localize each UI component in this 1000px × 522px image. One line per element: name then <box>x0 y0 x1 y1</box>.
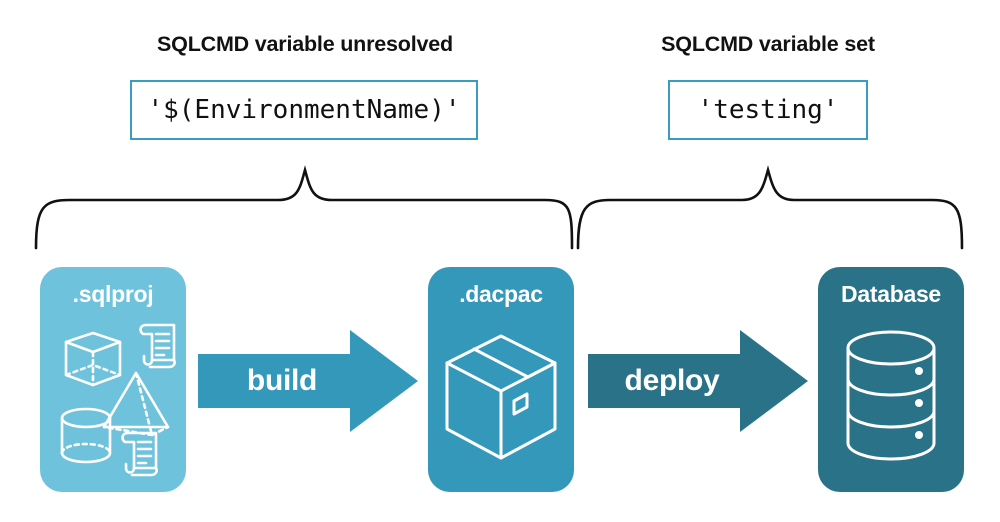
artifact-panel-dacpac[interactable]: .dacpac <box>428 267 574 492</box>
pyramid-icon <box>102 371 170 437</box>
cube-icon <box>64 331 122 387</box>
annotation-title-unresolved: SQLCMD variable unresolved <box>157 32 453 56</box>
process-arrow-deploy[interactable]: deploy <box>588 330 808 432</box>
code-box-set-value: 'testing' <box>668 80 868 140</box>
sqlproj-artifact-icons <box>60 323 176 477</box>
arrow-build-icon <box>198 330 418 432</box>
panel-label-sqlproj: .sqlproj <box>72 281 154 307</box>
artifact-panel-database[interactable]: Database <box>818 267 964 492</box>
brace-connectors <box>34 165 964 250</box>
annotation-title-set: SQLCMD variable set <box>661 32 875 56</box>
process-arrow-build[interactable]: build <box>198 330 418 432</box>
database-artifact-icons <box>846 330 936 461</box>
artifact-panel-sqlproj[interactable]: .sqlproj <box>40 267 186 492</box>
panel-label-dacpac: .dacpac <box>459 281 543 307</box>
arrow-deploy-icon <box>588 330 808 432</box>
code-box-unresolved-value: '$(EnvironmentName)' <box>130 80 478 140</box>
brace-left-icon <box>34 165 574 250</box>
package-box-icon <box>445 334 557 460</box>
database-cylinder-icon <box>846 330 936 461</box>
script-scroll-icon <box>121 431 158 477</box>
script-scroll-icon <box>139 323 176 369</box>
panel-label-database: Database <box>841 281 941 307</box>
brace-right-icon <box>576 165 964 250</box>
cylinder-icon <box>60 407 112 464</box>
dacpac-artifact-icons <box>445 334 557 460</box>
